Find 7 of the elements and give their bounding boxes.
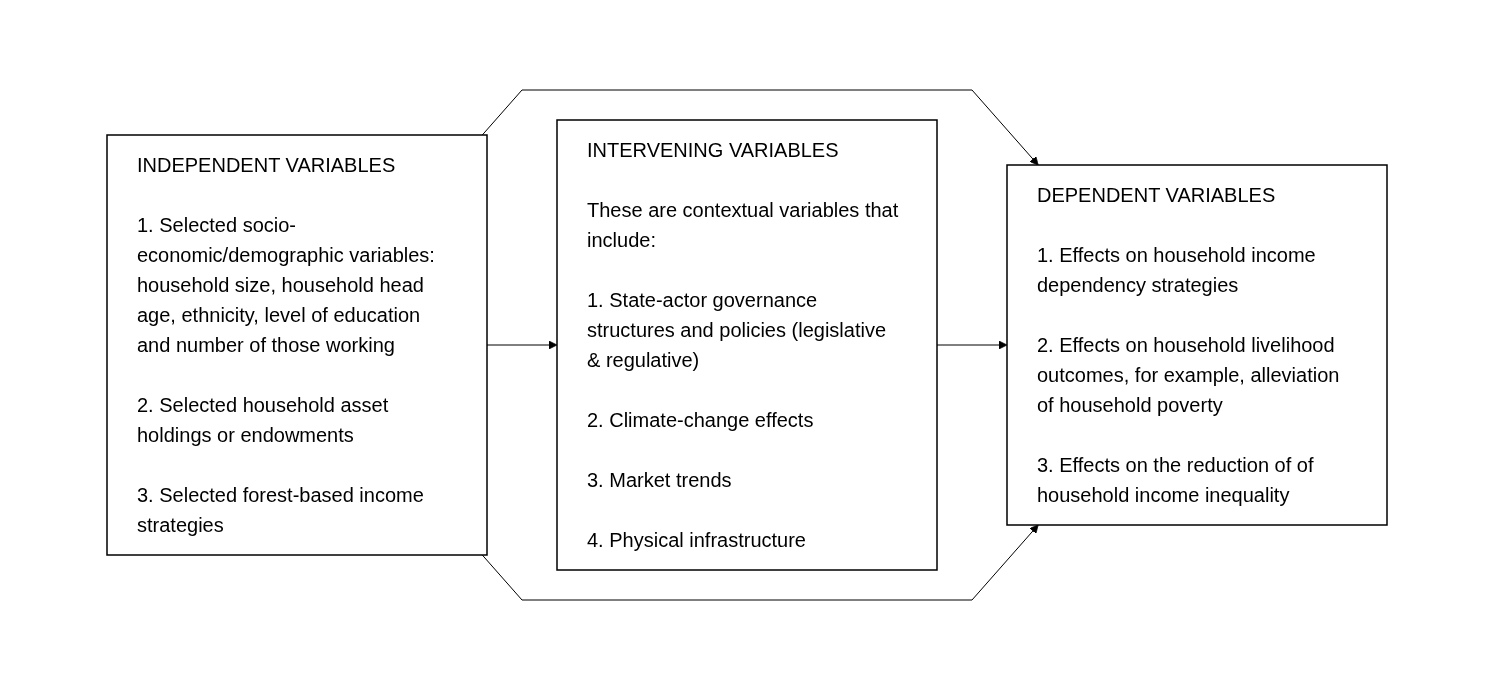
arrow [936,340,1007,350]
arrow [481,524,1039,601]
node-box: INTERVENING VARIABLES These are contextual variables that include: 1. State-actor governance structures and policies (legislative & regulative) 2. Climate-change effects 3. Market trends 4. Physical infrastructure [555,119,938,571]
arrow [481,89,1039,166]
node-box: INDEPENDENT VARIABLES 1. Selected socio-economic/demographic variables: household size, household head age, ethnicity, level of education and number of those working 2. Selected household asset holdings or endowments 3. Selected forest-based income strategies [105,134,488,556]
node-box: DEPENDENT VARIABLES 1. Effects on household income dependency strategies 2. Effects on household livelihood outcomes, for example, alleviation of household poverty 3. Effects on the reduction of of household income inequality [1005,164,1388,526]
arrow [486,340,557,350]
